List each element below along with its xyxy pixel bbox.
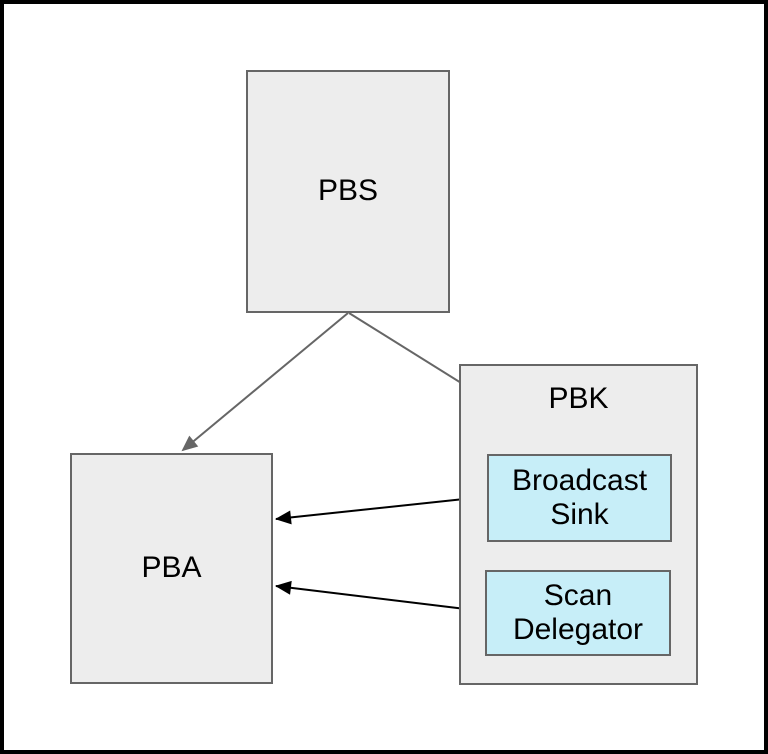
pba-node: PBA [70,453,273,684]
pbs-label: PBS [317,174,379,208]
pbk-label: PBK [548,382,609,415]
scan-delegator-node: Scan Delegator [485,570,671,656]
pbk-container: PBK Broadcast Sink Scan Delegator [459,364,698,685]
pba-label: PBA [141,551,202,585]
edge-pba-to-broadcast-sink [275,491,484,525]
pbs-node: PBS [246,70,450,313]
broadcast-sink-label: Broadcast Sink [511,463,648,532]
edge-pbs-to-pba [181,312,349,452]
scan-delegator-label: Scan Delegator [512,578,644,647]
edge-pba-to-scan-delegator [275,580,483,617]
diagram-canvas: PBS PBA PBK Broadcast Sink Scan Delegato… [4,4,764,750]
broadcast-sink-node: Broadcast Sink [487,454,672,542]
